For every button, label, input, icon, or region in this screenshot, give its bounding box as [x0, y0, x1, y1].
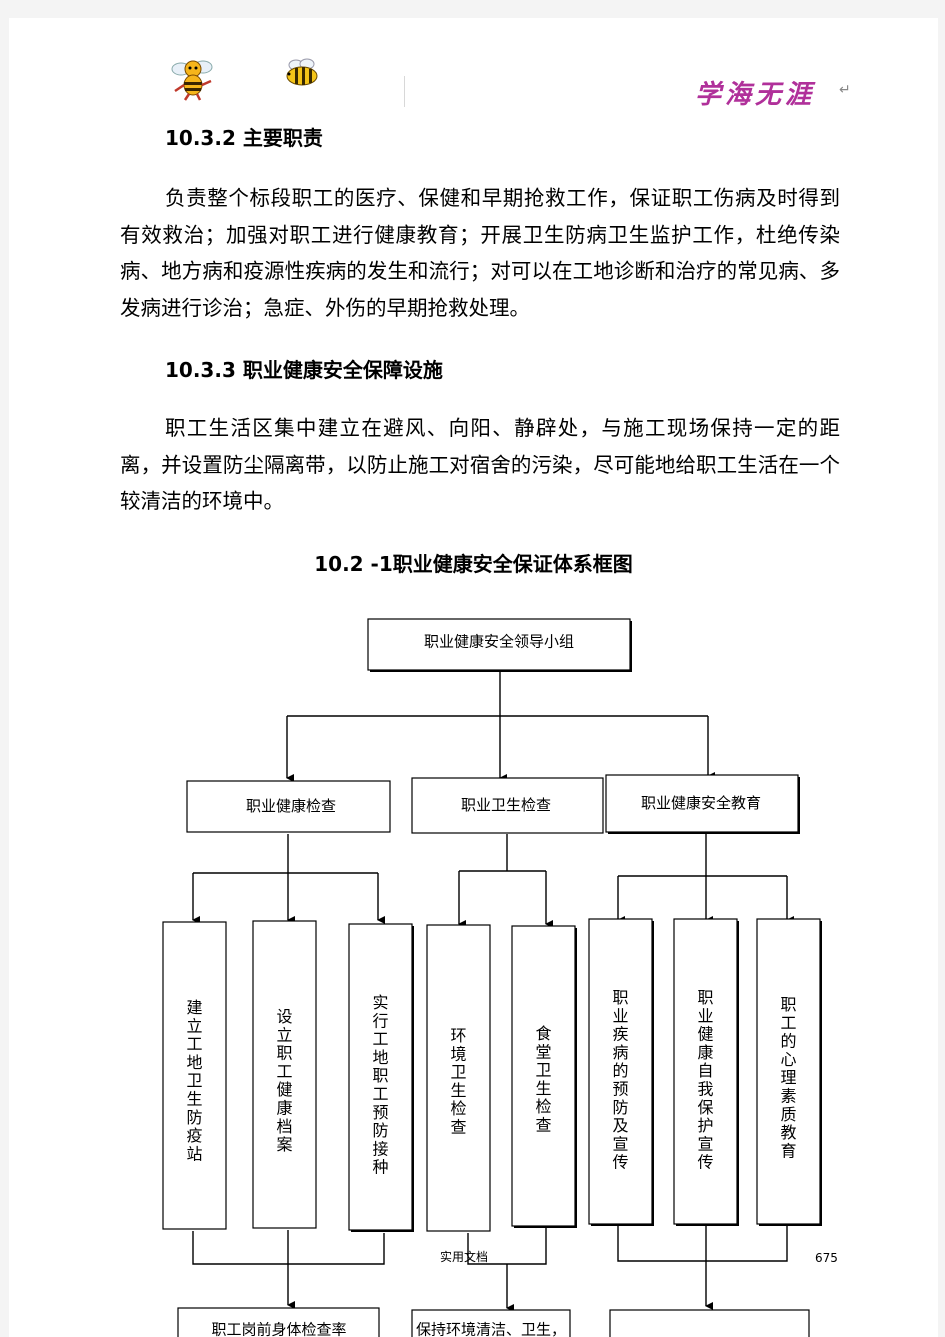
sub-item-label: 职业健康自我保护宣传	[697, 988, 713, 1172]
sub-item-label: 设立职工健康档案	[276, 1007, 292, 1154]
root-box	[367, 618, 631, 671]
bee-mascot-icon	[171, 60, 213, 101]
section-paragraph: 职工生活区集中建立在避风、向阳、静辟处，与施工现场保持一定的距离，并设置防尘隔离…	[120, 416, 840, 513]
result-label: 保持环境清洁、卫生，	[416, 1321, 566, 1337]
sub-item-label: 职业疾病的预防及宣传	[612, 988, 628, 1172]
section-heading: 10.3.3 职业健康安全保障设施	[165, 358, 443, 382]
sub-item-box	[588, 918, 653, 1225]
sub-item-box	[756, 918, 821, 1225]
figure-title: 10.2 -1职业健康安全保证体系框图	[314, 552, 633, 576]
sub-item-label: 食堂卫生检查	[535, 1024, 551, 1135]
sub-item-box	[511, 925, 576, 1227]
page-number: 675	[815, 1251, 838, 1265]
paragraph-mark: ↵	[839, 82, 851, 98]
document-page: 学海无涯 ↵ 10.3.2 主要职责 负责整个标段职工的医疗、保健和早期抢救工作…	[9, 18, 938, 1337]
result-label: 职工岗前身体检查率	[211, 1321, 346, 1337]
section-paragraph: 负责整个标段职工的医疗、保健和早期抢救工作，保证职工伤病及时得到有效救治；加强对…	[120, 186, 840, 320]
result-box	[609, 1309, 810, 1337]
sub-item-label: 建立工地卫生防疫站	[186, 998, 202, 1163]
sub-item-label: 环境卫生检查	[450, 1026, 466, 1137]
sub-item-box	[426, 924, 491, 1232]
result-box	[177, 1307, 380, 1337]
footer-doc-label: 实用文档	[440, 1249, 488, 1264]
sub-item-label: 职工的心理素质教育	[780, 995, 796, 1160]
branch-box	[411, 777, 604, 834]
root-label: 职业健康安全领导小组	[424, 633, 574, 651]
sub-item-box	[348, 923, 413, 1231]
connector-line	[617, 1226, 788, 1262]
sub-item-box	[673, 918, 738, 1225]
header-divider	[404, 76, 405, 107]
section-heading: 10.3.2 主要职责	[165, 126, 323, 150]
sub-item-label: 实行工地职工预防接种	[372, 993, 388, 1177]
header-motto: 学海无涯	[695, 80, 816, 110]
bee-icon	[286, 58, 318, 86]
sub-item-box	[162, 921, 227, 1230]
branch-label: 职业健康检查	[246, 797, 336, 815]
branch-label: 职业卫生检查	[461, 796, 551, 814]
sub-item-box	[252, 920, 317, 1229]
branch-box	[605, 774, 799, 833]
result-box	[411, 1309, 571, 1337]
branch-label: 职业健康安全教育	[641, 794, 761, 812]
branch-box	[186, 780, 391, 833]
